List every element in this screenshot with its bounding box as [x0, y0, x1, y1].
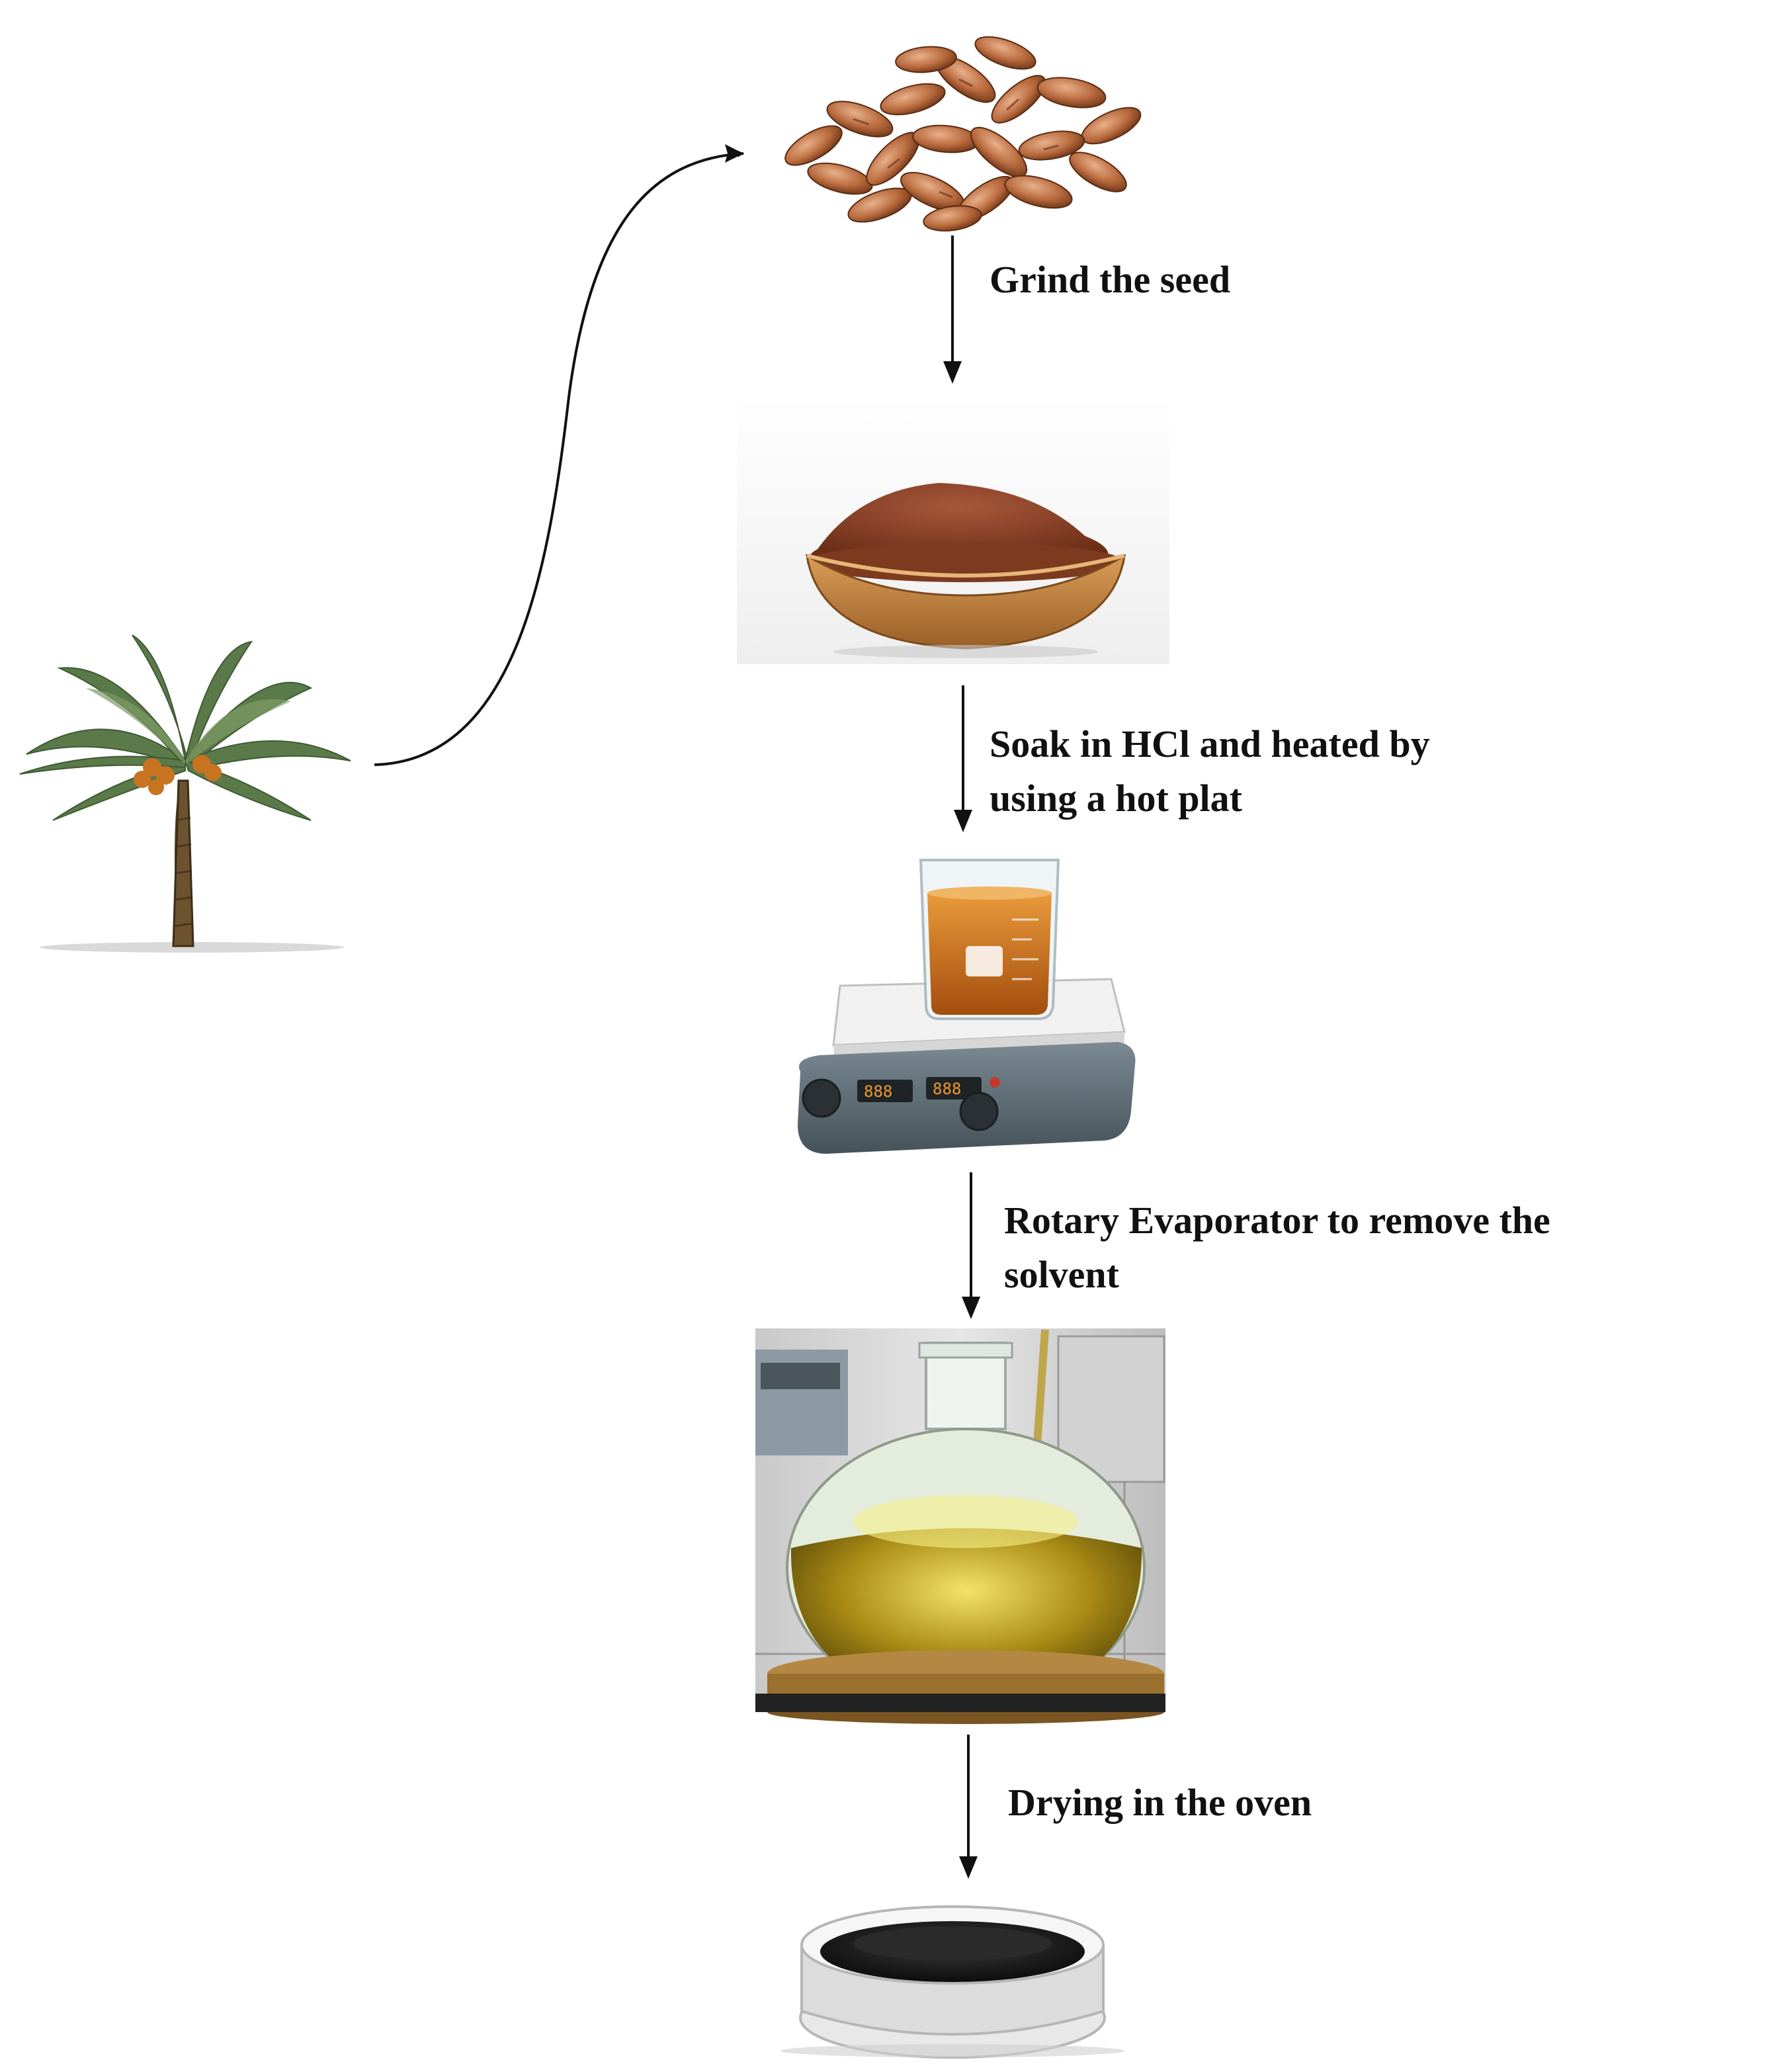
svg-text:888: 888 — [864, 1082, 892, 1101]
step-4-label: Drying in the oven — [1008, 1781, 1312, 1824]
powder-in-wooden-bowl-icon — [737, 397, 1169, 664]
step-1-label: Grind the seed — [990, 258, 1230, 301]
step-3-label: Rotary Evaporator to remove the — [1004, 1199, 1550, 1242]
date-palm-tree-icon — [19, 634, 351, 953]
black-powder-petri-dish-icon — [781, 1905, 1124, 2059]
rotary-evaporator-flask-icon — [755, 1328, 1165, 1724]
beaker-on-hot-plate-icon: 888 888 — [798, 859, 1136, 1154]
step-3-label-line-2: solvent — [1004, 1253, 1120, 1296]
step-2-label: Soak in HCl and heated by — [990, 722, 1430, 765]
step-2-label-line-2: using a hot plat — [990, 777, 1243, 820]
svg-text:888: 888 — [933, 1080, 961, 1098]
date-seeds-pile-icon — [761, 13, 1171, 251]
tree-to-seeds-arrow — [374, 150, 744, 766]
